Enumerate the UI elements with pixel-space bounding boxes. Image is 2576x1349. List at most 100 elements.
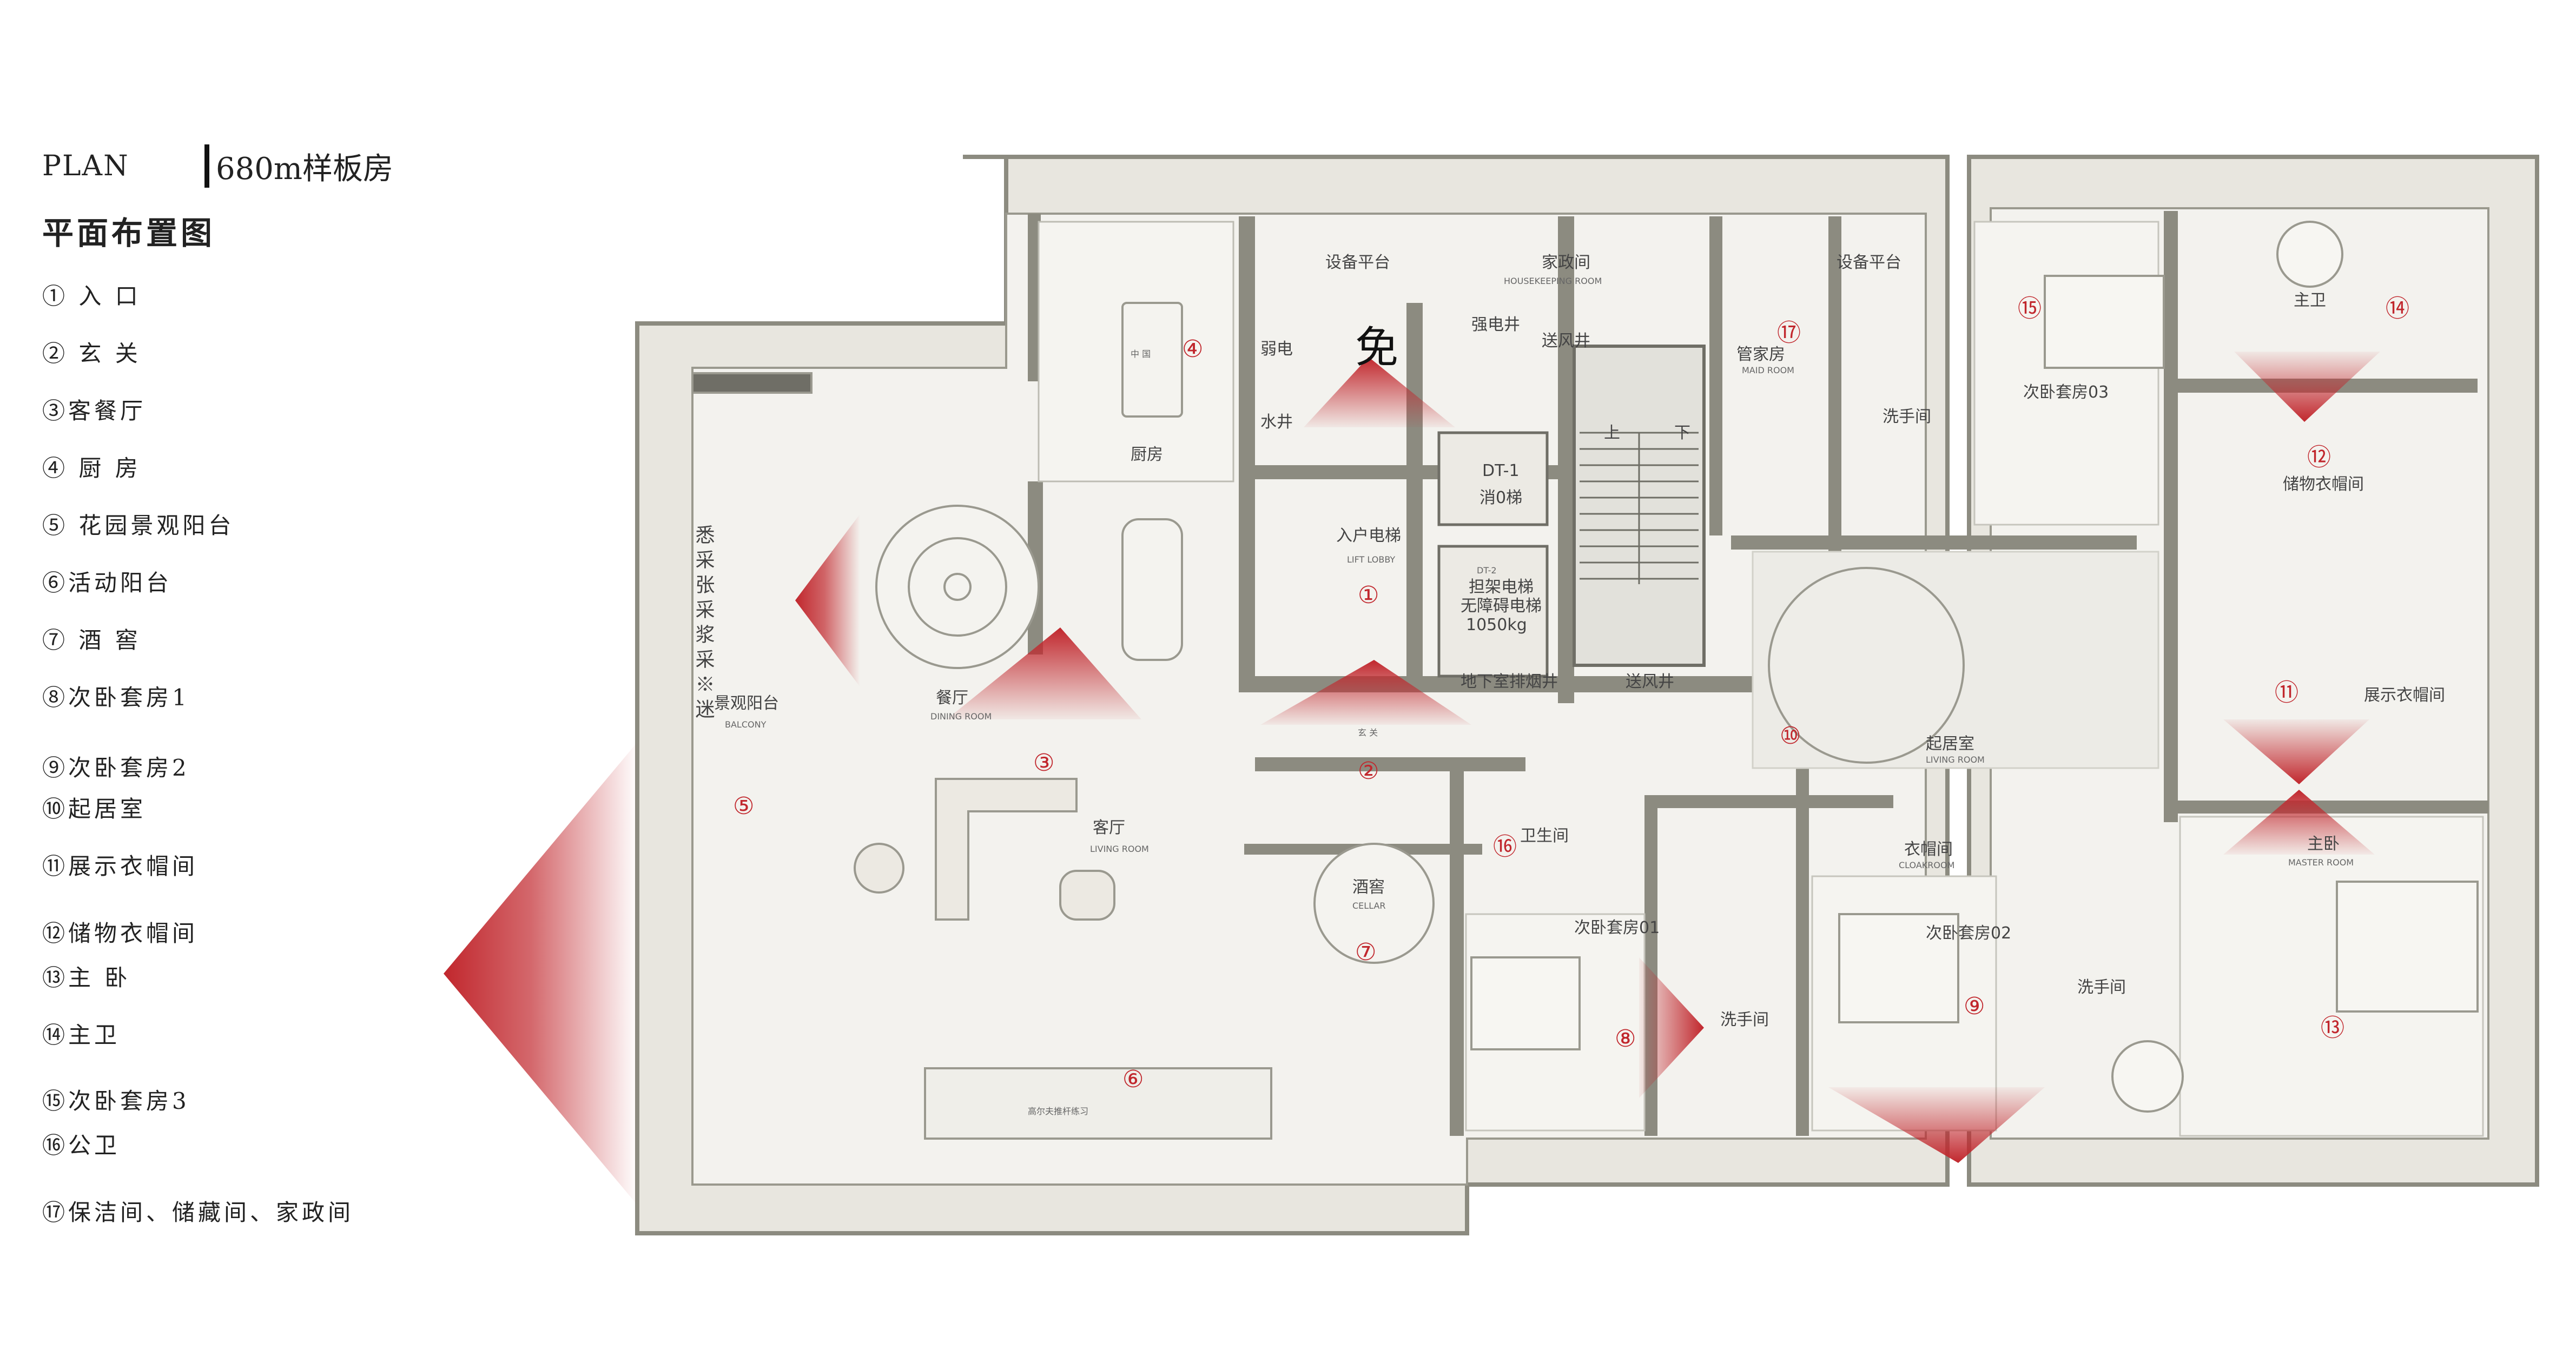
label-suite02: 次卧套房02 bbox=[1926, 924, 2011, 943]
label-maid-en: MAID ROOM bbox=[1742, 365, 1794, 375]
marker-5: ⑤ bbox=[733, 792, 754, 820]
marker-13: ⑬ bbox=[2321, 1014, 2344, 1042]
label-dt2-code: DT-2 bbox=[1477, 565, 1497, 576]
label-washroom-2: 洗手间 bbox=[2077, 978, 2126, 997]
legend-item-service-rooms: ⑰保洁间、储藏间、家政间 bbox=[42, 1199, 354, 1226]
view-cone-dining-s bbox=[947, 627, 1141, 719]
label-dt1: 消0梯 bbox=[1479, 488, 1522, 507]
marker-15: ⑮ bbox=[2018, 295, 2042, 322]
plan-header: PLAN 680m样板房 bbox=[42, 142, 432, 190]
label-chinese-kitchen: 中 国 bbox=[1131, 349, 1151, 359]
marker-6: ⑥ bbox=[1122, 1066, 1144, 1093]
lift-shaft-1 bbox=[1437, 431, 1549, 526]
suite02-bathtub bbox=[2111, 1040, 2184, 1113]
marker-14: ⑭ bbox=[2386, 295, 2409, 322]
master-bed bbox=[2336, 881, 2479, 1013]
kitchen-island-2 bbox=[1121, 518, 1183, 661]
marker-1: ① bbox=[1358, 581, 1379, 609]
lounge-round-rug bbox=[1768, 567, 1965, 764]
suite03-area bbox=[1973, 221, 2159, 526]
view-cone-master-n bbox=[2223, 790, 2375, 855]
suite01-bed bbox=[1470, 956, 1581, 1050]
marker-11: ⑪ bbox=[2275, 679, 2298, 706]
marker-2: ② bbox=[1358, 757, 1379, 785]
plan-subtitle: 680m样板房 bbox=[216, 151, 393, 187]
legend-item-foyer: ② 玄 关 bbox=[42, 340, 141, 367]
legend-item-kitchen: ④ 厨 房 bbox=[42, 455, 141, 481]
living-sofa bbox=[935, 778, 1078, 921]
legend-item-activity-balcony: ⑥活动阳台 bbox=[42, 570, 173, 596]
legend-item-storage-closet: ⑫储物衣帽间 bbox=[42, 920, 199, 947]
label-washroom-1: 洗手间 bbox=[1720, 1010, 1769, 1029]
legend-panel: PLAN 680m样板房 平面布置图 ① 入 口 ② 玄 关 ③客餐厅 ④ 厨 … bbox=[42, 142, 432, 1226]
legend-item-living-dining: ③客餐厅 bbox=[42, 398, 147, 424]
label-living-en: LIVING ROOM bbox=[1090, 844, 1149, 854]
marker-3: ③ bbox=[1033, 749, 1054, 777]
legend-item-garden-balcony: ⑤ 花园景观阳台 bbox=[42, 512, 235, 539]
view-cone-foyer bbox=[1260, 660, 1471, 725]
label-lift-lobby: 入户电梯 bbox=[1336, 526, 1401, 545]
view-cone-master-bath bbox=[2234, 352, 2380, 422]
label-cloak: 衣帽间 bbox=[1904, 840, 1953, 859]
label-air-2: 送风井 bbox=[1626, 672, 1674, 691]
plan-word: PLAN bbox=[42, 150, 129, 182]
label-golf: 高尔夫推杆练习 bbox=[1028, 1106, 1088, 1116]
marker-16: ⑯ bbox=[1493, 833, 1517, 861]
number-markers: ① ② ③ ④ ⑤ ⑥ ⑦ ⑧ ⑨ ⑩ ⑪ ⑫ ⑬ ⑭ ⑮ ⑯ ⑰ bbox=[733, 295, 2409, 1093]
label-cellar: 酒窖 bbox=[1352, 878, 1385, 897]
stair-core bbox=[1573, 345, 1706, 667]
lift-shaft-2 bbox=[1437, 545, 1549, 678]
room-labels: 入户电梯 LIFT LOBBY 玄 关 客厅 LIVING ROOM 餐厅 DI… bbox=[692, 253, 2446, 1116]
marker-10: ⑩ bbox=[1780, 722, 1801, 750]
label-air-1: 送风井 bbox=[1542, 332, 1590, 351]
label-dt2-b: 无障碍电梯 bbox=[1461, 597, 1542, 616]
label-equip-2: 设备平台 bbox=[1837, 253, 1901, 272]
label-strong: 强电井 bbox=[1471, 315, 1520, 334]
view-cone-dining bbox=[795, 514, 860, 687]
furniture bbox=[691, 221, 2479, 1140]
label-balcony: 景观阳台 bbox=[714, 694, 779, 713]
legend-item-suite3: ⑮次卧套房3 bbox=[42, 1088, 190, 1114]
view-cone-west bbox=[444, 741, 638, 1206]
label-lounge: 起居室 bbox=[1926, 735, 1974, 753]
label-living: 客厅 bbox=[1093, 818, 1125, 837]
label-stair-up: 上 bbox=[1604, 424, 1620, 442]
stair-treads bbox=[1580, 432, 1699, 584]
label-big-char: 免 bbox=[1355, 322, 1398, 373]
golf-green bbox=[924, 1067, 1272, 1140]
label-cloak-en: CLOAKROOM bbox=[1899, 860, 1954, 870]
label-dining-en: DINING ROOM bbox=[930, 711, 992, 722]
view-cone-suite02 bbox=[1828, 1087, 2045, 1163]
legend-item-public-wc: ⑯公卫 bbox=[42, 1132, 121, 1159]
label-equip-1: 设备平台 bbox=[1325, 253, 1390, 272]
terrace-planter bbox=[691, 372, 813, 394]
label-kitchen: 厨房 bbox=[1131, 445, 1163, 464]
label-smoke: 地下室排烟井 bbox=[1461, 672, 1558, 691]
legend-item-master: ⑬主 卧 bbox=[42, 964, 131, 991]
label-master: 主卧 bbox=[2307, 835, 2340, 854]
suite03-bed bbox=[2044, 275, 2165, 369]
view-cone-closet-s bbox=[2223, 719, 2369, 784]
legend-item-suite1: ⑧次卧套房1 bbox=[42, 684, 190, 711]
label-housekeeping: 家政间 bbox=[1542, 253, 1590, 272]
label-terrace-vertical: 悉采张采浆采※迷 bbox=[692, 525, 715, 724]
legend-item-display-closet: ⑪展示衣帽间 bbox=[42, 853, 199, 880]
coffee-table bbox=[1059, 870, 1115, 921]
label-stair-down: 下 bbox=[1674, 424, 1690, 442]
label-foyer: 玄 关 bbox=[1358, 728, 1378, 738]
side-table bbox=[854, 843, 904, 894]
label-lounge-en: LIVING ROOM bbox=[1926, 755, 1985, 765]
legend-item-entrance: ① 入 口 bbox=[42, 283, 141, 309]
marker-4: ④ bbox=[1182, 335, 1203, 363]
view-markers bbox=[444, 352, 2380, 1206]
view-cone-lift bbox=[1304, 357, 1455, 427]
label-master-bath: 主卫 bbox=[2294, 291, 2326, 310]
label-suite01: 次卧套房01 bbox=[1574, 918, 1660, 937]
master-bathtub bbox=[2276, 221, 2343, 288]
header-divider bbox=[204, 144, 209, 188]
label-storage-closet: 储物衣帽间 bbox=[2283, 475, 2364, 494]
label-water: 水井 bbox=[1260, 413, 1293, 432]
label-dt2-c: 1050kg bbox=[1466, 616, 1527, 634]
label-washroom-3: 洗手间 bbox=[1883, 407, 1931, 426]
